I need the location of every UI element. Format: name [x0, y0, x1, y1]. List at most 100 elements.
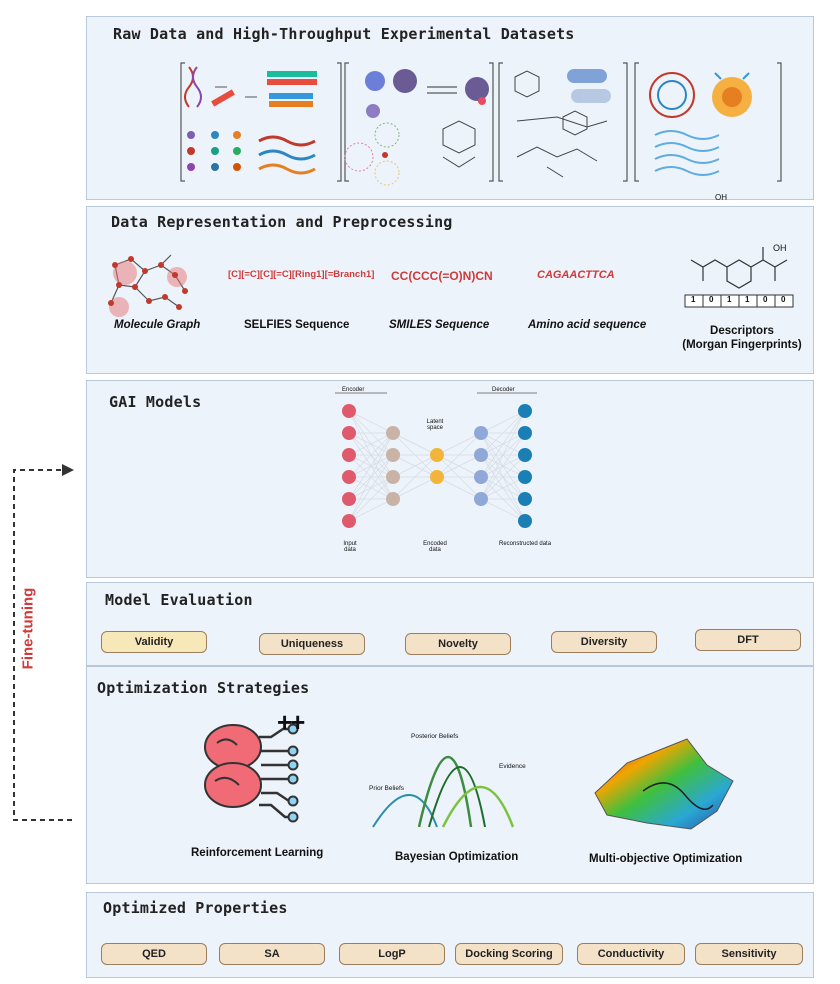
- network-edge: [480, 498, 526, 522]
- network-node: [474, 470, 488, 484]
- network-edge: [392, 476, 438, 500]
- selfies-label: SELFIES Sequence: [244, 319, 350, 331]
- evidence-label: Evidence: [499, 763, 526, 770]
- network-node: [386, 448, 400, 462]
- oh-label: OH: [773, 243, 787, 253]
- representation-panel: Data Representation and Preprocessing [C…: [86, 206, 814, 374]
- network-edge: [348, 432, 394, 478]
- optimization-panel: Optimization Strategies ++ Posterior Bel…: [86, 666, 814, 884]
- bayesian-curves: [372, 756, 515, 828]
- chip-validity: Validity: [101, 631, 207, 653]
- encoder-label: Encoder: [342, 387, 365, 393]
- network-node: [518, 404, 532, 418]
- network-node: [474, 426, 488, 440]
- fingerprint-bits: [684, 294, 794, 308]
- network-node: [386, 470, 400, 484]
- network-node: [342, 514, 356, 528]
- molecule-graph-label: Molecule Graph: [114, 319, 201, 331]
- chip-docking: Docking Scoring: [455, 943, 563, 965]
- network-node: [386, 426, 400, 440]
- network-edge: [348, 432, 394, 522]
- mo-label: Multi-objective Optimization: [589, 853, 743, 865]
- raw-data-panel: Raw Data and High-Throughput Experimenta…: [86, 16, 814, 202]
- chip-uniqueness: Uniqueness: [259, 633, 365, 655]
- network-node: [342, 404, 356, 418]
- smiles-string: CC(CCC(=O)N)CN: [391, 269, 493, 283]
- recon-label: Reconstructed data: [499, 541, 552, 547]
- optimization-title: Optimization Strategies: [97, 679, 310, 697]
- network-edge: [348, 432, 394, 456]
- network-edge: [480, 476, 526, 500]
- decoder-label: Decoder: [492, 387, 515, 393]
- network-edge: [480, 410, 526, 434]
- prior-label: Prior Beliefs: [369, 785, 405, 792]
- network-node: [342, 426, 356, 440]
- chip-logp: LogP: [339, 943, 445, 965]
- network-edge: [480, 432, 526, 500]
- network-node: [518, 514, 532, 528]
- pareto-surface-icon: [594, 738, 734, 830]
- network-edge: [480, 410, 526, 456]
- molecule-graph-icon: [108, 254, 188, 317]
- input-label: Input data: [343, 541, 357, 553]
- morgan-label: (Morgan Fingerprints): [682, 339, 802, 351]
- properties-title: Optimized Properties: [103, 899, 288, 917]
- gai-panel: GAI Models Encoder Decoder Latent space …: [86, 380, 814, 578]
- network-edge: [480, 410, 526, 478]
- amino-string: CAGAACTTCA: [537, 269, 615, 281]
- network-edge: [392, 454, 438, 478]
- plus-plus-label: ++: [277, 707, 305, 737]
- posterior-label: Posterior Beliefs: [411, 733, 459, 740]
- network-edge: [436, 454, 482, 478]
- network-node: [518, 426, 532, 440]
- chip-sensitivity: Sensitivity: [695, 943, 803, 965]
- network-node: [474, 448, 488, 462]
- network-edge: [348, 498, 394, 522]
- autoencoder-diagram: [335, 392, 537, 528]
- smiles-label: SMILES Sequence: [389, 319, 490, 331]
- chip-novelty: Novelty: [405, 633, 511, 655]
- fp-bit-5: 0: [763, 295, 768, 304]
- fp-bit-4: 1: [745, 295, 750, 304]
- network-edge: [348, 410, 394, 434]
- network-node: [430, 448, 444, 462]
- fp-bit-3: 1: [727, 295, 732, 304]
- evaluation-title: Model Evaluation: [105, 591, 253, 609]
- network-edge: [348, 432, 394, 500]
- chip-sa: SA: [219, 943, 325, 965]
- gai-title: GAI Models: [109, 393, 202, 411]
- representation-title: Data Representation and Preprocessing: [111, 213, 453, 231]
- chip-qed: QED: [101, 943, 207, 965]
- latent-label: Latent space: [426, 419, 444, 431]
- evaluation-panel: Model Evaluation Validity Uniqueness Nov…: [86, 582, 814, 666]
- network-edge: [392, 454, 438, 500]
- network-edge: [392, 432, 438, 456]
- network-edge: [480, 410, 526, 500]
- raw-oh-label: OH: [715, 193, 727, 202]
- descriptors-label: Descriptors: [710, 325, 774, 337]
- network-node: [518, 448, 532, 462]
- fp-bit-1: 1: [691, 295, 696, 304]
- network-edge: [480, 454, 526, 500]
- fp-bit-2: 0: [709, 295, 714, 304]
- network-node: [430, 470, 444, 484]
- network-edge: [436, 476, 482, 500]
- network-node: [386, 492, 400, 506]
- network-node: [518, 492, 532, 506]
- network-edge: [348, 476, 394, 522]
- network-node: [474, 492, 488, 506]
- bo-label: Bayesian Optimization: [395, 851, 519, 863]
- fp-bit-6: 0: [781, 295, 786, 304]
- ibuprofen-structure-icon: [690, 247, 788, 289]
- chip-dft: DFT: [695, 629, 801, 651]
- network-node: [518, 470, 532, 484]
- encoded-label: Encoded data: [423, 541, 447, 553]
- properties-panel: Optimized Properties QED SA LogP Docking…: [86, 892, 814, 978]
- network-edge: [436, 432, 482, 456]
- network-edge: [436, 432, 482, 478]
- chip-diversity: Diversity: [551, 631, 657, 653]
- amino-label: Amino acid sequence: [528, 319, 647, 331]
- raw-data-title: Raw Data and High-Throughput Experimenta…: [113, 25, 575, 43]
- network-node: [342, 492, 356, 506]
